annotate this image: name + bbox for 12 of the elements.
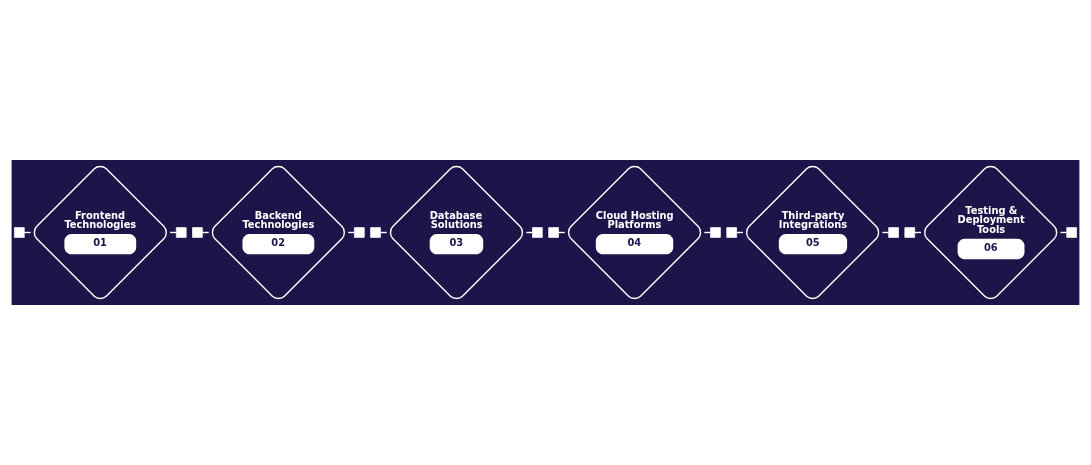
- node-box: [354, 227, 365, 238]
- node-box: [1066, 227, 1077, 238]
- node-box: [370, 227, 381, 238]
- node-box: [710, 227, 721, 238]
- node-box: [175, 227, 187, 238]
- node-box: [532, 227, 543, 238]
- node-box: [726, 227, 737, 238]
- node-box: [888, 227, 899, 238]
- node-box: [904, 227, 916, 238]
- node-box: [548, 227, 559, 238]
- node-box: [192, 227, 203, 238]
- node-box: [14, 227, 25, 238]
